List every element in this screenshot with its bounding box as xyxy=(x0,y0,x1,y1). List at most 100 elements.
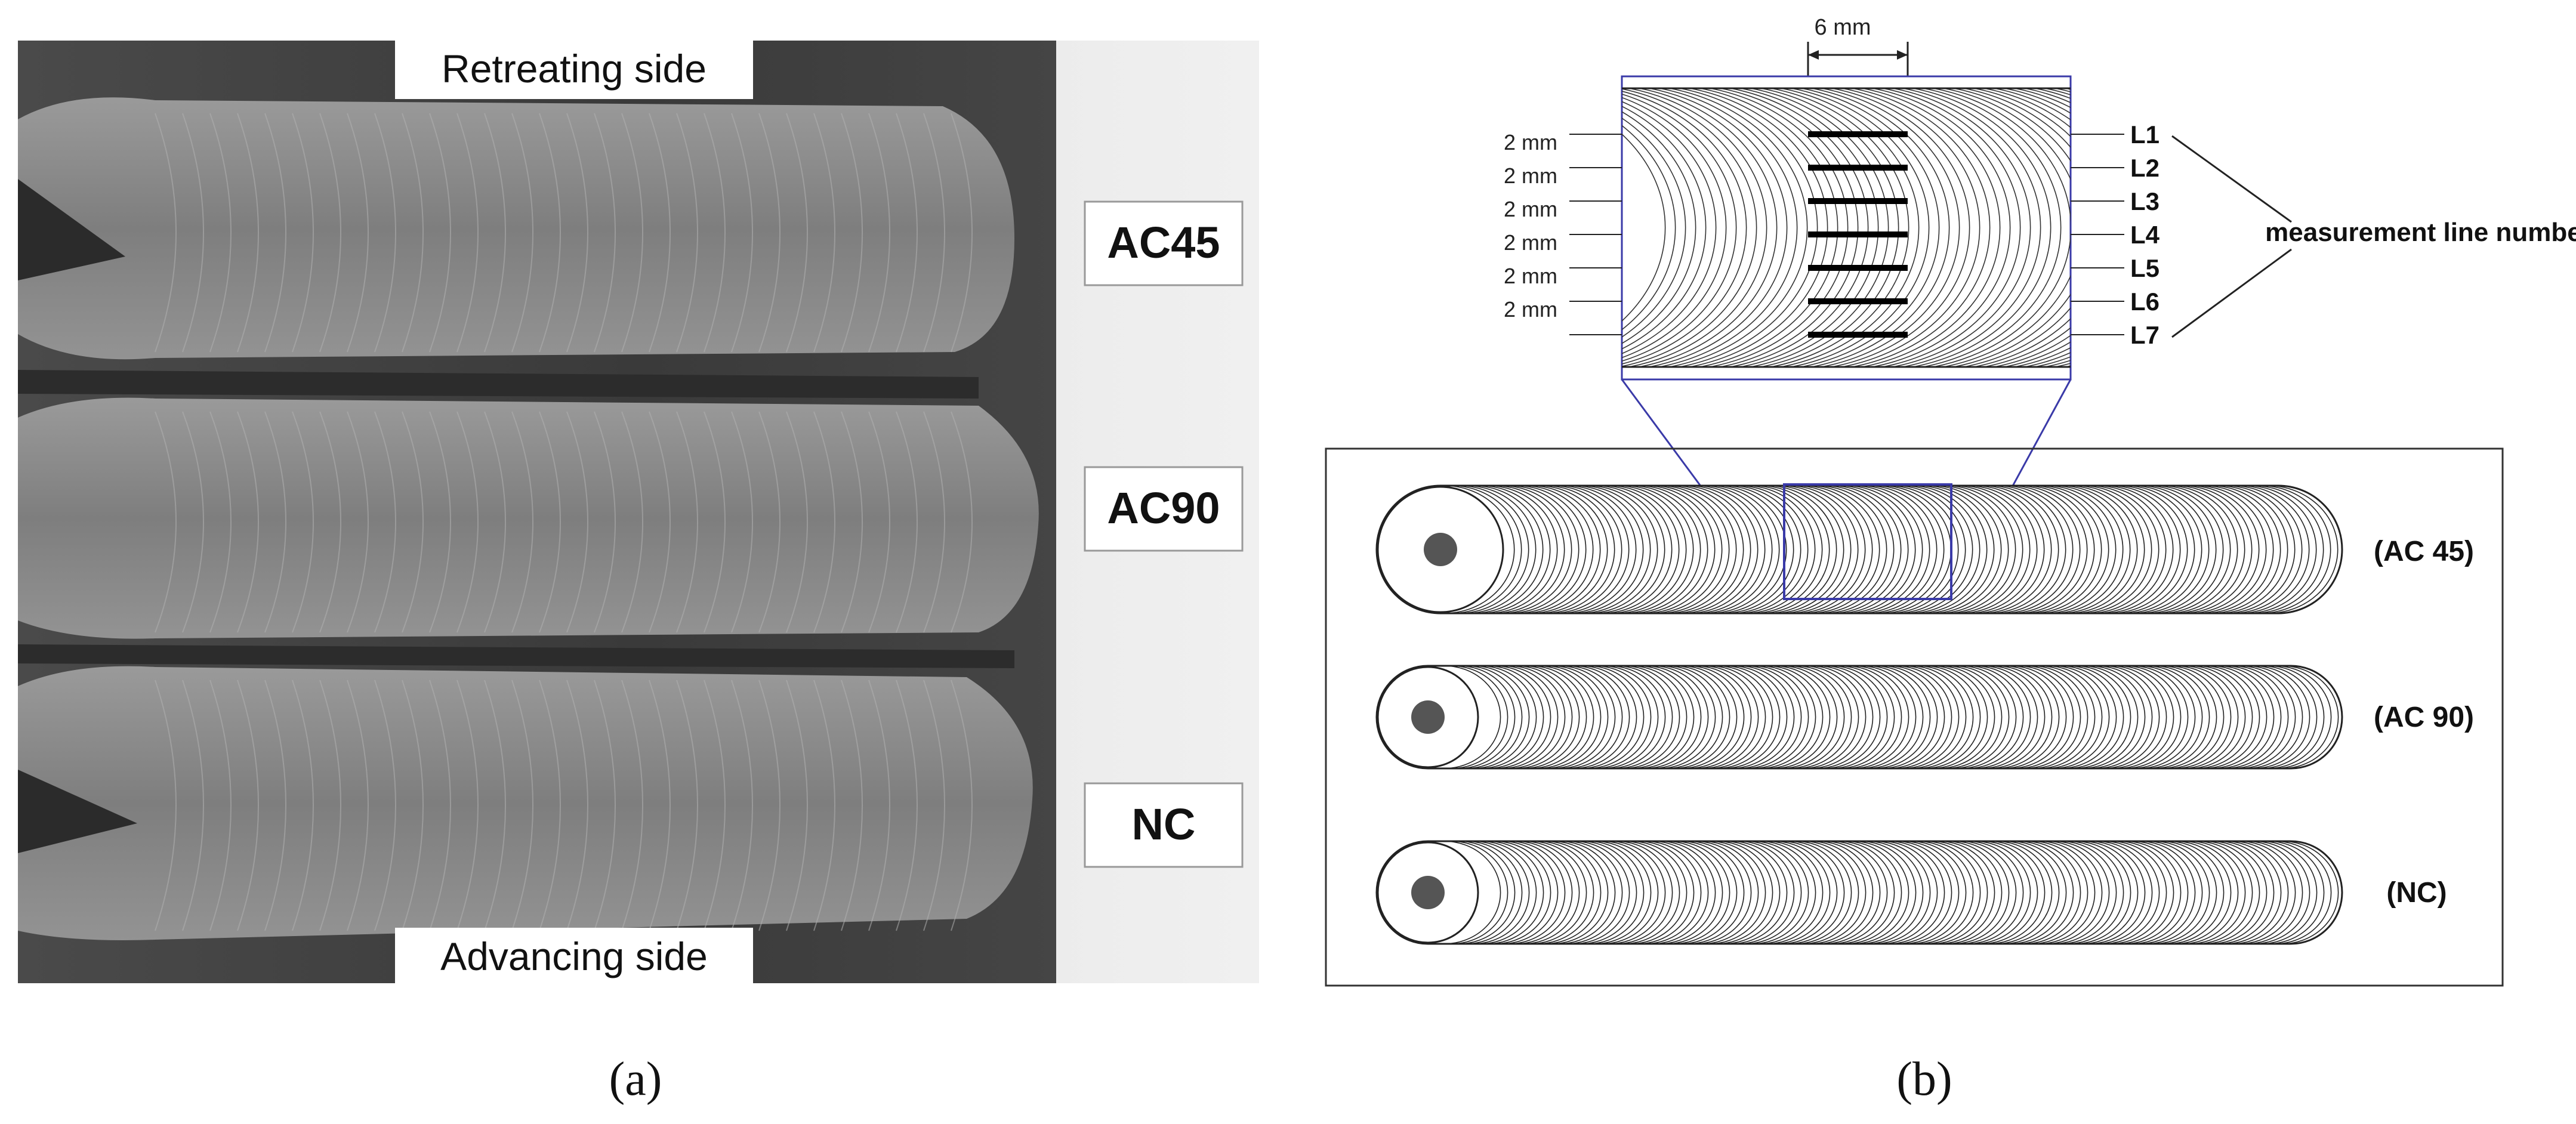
rod-arc xyxy=(2131,486,2202,613)
rod-arc xyxy=(1759,666,1816,768)
ripple-mark xyxy=(182,113,204,353)
rod-arc xyxy=(1644,841,1702,944)
zoom-arc xyxy=(1801,88,1940,368)
rod-arc xyxy=(1809,841,1867,944)
rod-arc xyxy=(1966,841,2024,944)
rod-arc xyxy=(1794,486,1866,613)
rod-arc xyxy=(1823,666,1881,768)
rod-arc xyxy=(1945,841,2003,944)
rod-arc xyxy=(1902,486,1973,613)
rod-arc xyxy=(2145,666,2203,768)
zoom-arc xyxy=(1933,88,2071,368)
rod-arc xyxy=(1458,666,1516,768)
rod-arc xyxy=(2152,486,2224,613)
zoom-arc xyxy=(1628,88,1767,368)
rod-arc xyxy=(1973,486,2045,613)
rod-arc xyxy=(1866,486,1938,613)
rod-arc xyxy=(2124,666,2182,768)
rod-arc xyxy=(1665,486,1737,613)
ripple-mark xyxy=(868,680,890,931)
rod-arc xyxy=(1773,666,1831,768)
rod-arc xyxy=(2081,841,2139,944)
rod-arc xyxy=(2238,666,2296,768)
rod-arc xyxy=(2059,841,2117,944)
rod-arc xyxy=(1673,666,1730,768)
ripple-mark xyxy=(786,411,808,633)
rod-arc xyxy=(1737,841,1795,944)
rod-arc xyxy=(1730,841,1788,944)
rod-arc xyxy=(1544,841,1602,944)
rod-arc xyxy=(2009,486,2081,613)
rod-arc xyxy=(1708,486,1780,613)
ripple-mark xyxy=(566,411,588,633)
ripple-mark xyxy=(264,680,286,931)
rod-arc xyxy=(1880,841,1938,944)
rod-arc xyxy=(2117,841,2174,944)
rod-arc xyxy=(2167,486,2238,613)
ripple-mark xyxy=(319,411,341,633)
rod-arc xyxy=(2038,486,2109,613)
zoom-arc xyxy=(1912,88,2051,368)
ripple-mark xyxy=(155,680,177,931)
rod-arc xyxy=(2245,486,2317,613)
rod-arc xyxy=(1544,666,1602,768)
zoom-arc xyxy=(1760,88,1899,368)
rod-arc xyxy=(2260,486,2331,613)
advancing-side-label: Advancing side xyxy=(440,934,708,978)
zoom-arc xyxy=(1923,88,2062,368)
zoom-arc xyxy=(1770,88,1909,368)
ripple-mark xyxy=(319,113,341,353)
ripple-mark xyxy=(155,113,177,353)
rod-arc xyxy=(1809,486,1880,613)
rod-arc xyxy=(1443,486,1515,613)
rod-arc xyxy=(1873,486,1945,613)
rod-arc xyxy=(1844,486,1916,613)
rod-arc xyxy=(1572,666,1630,768)
rod-arc xyxy=(1966,486,2038,613)
rod-arc xyxy=(1622,486,1694,613)
rod-arc xyxy=(2009,666,2067,768)
ripple-mark xyxy=(429,680,451,931)
ripple-mark xyxy=(731,113,753,353)
rod-arc xyxy=(2245,841,2303,944)
rod-body xyxy=(1377,666,2342,768)
zoom-arc xyxy=(1902,88,2041,368)
rod-arc xyxy=(1744,841,1802,944)
probe-hole xyxy=(1411,876,1445,909)
rod-arc xyxy=(2274,841,2332,944)
rod-arc xyxy=(1479,666,1537,768)
ac45-photo-box: AC45 xyxy=(1084,200,1244,286)
rod-arc xyxy=(1701,666,1759,768)
rod-arc xyxy=(2102,666,2160,768)
ripple-mark xyxy=(951,680,973,931)
rod-arc xyxy=(1759,486,1830,613)
rod-arc xyxy=(2202,841,2260,944)
rod-arc xyxy=(1680,666,1738,768)
rod-arc xyxy=(2109,666,2167,768)
zoom-arc xyxy=(1689,88,1828,368)
ripple-mark xyxy=(621,411,643,633)
rod-arc xyxy=(1622,841,1680,944)
rod-arc xyxy=(2081,666,2139,768)
ripple-mark xyxy=(511,411,533,633)
rod-arc xyxy=(1801,486,1873,613)
rod-arc xyxy=(1744,666,1802,768)
line-label-l1: L1 xyxy=(2130,121,2159,149)
rod-arc xyxy=(1529,486,1601,613)
nc-photo-box: NC xyxy=(1084,782,1244,868)
rod-arc xyxy=(1594,666,1652,768)
rod-arc xyxy=(2138,841,2196,944)
rod-arc xyxy=(1601,486,1673,613)
rod-arc xyxy=(1658,486,1730,613)
ripple-mark xyxy=(923,680,945,931)
ripple-mark xyxy=(292,411,314,633)
rod-arc xyxy=(1537,841,1594,944)
rod-arc xyxy=(1579,841,1637,944)
measurement-line-label: measurement line number xyxy=(2265,218,2576,247)
flash-gap-1 xyxy=(18,370,979,399)
dimension-arrowhead-left xyxy=(1808,50,1819,60)
ripple-mark xyxy=(676,680,698,931)
rod-arc xyxy=(1472,486,1544,613)
rod-arc xyxy=(2202,486,2274,613)
